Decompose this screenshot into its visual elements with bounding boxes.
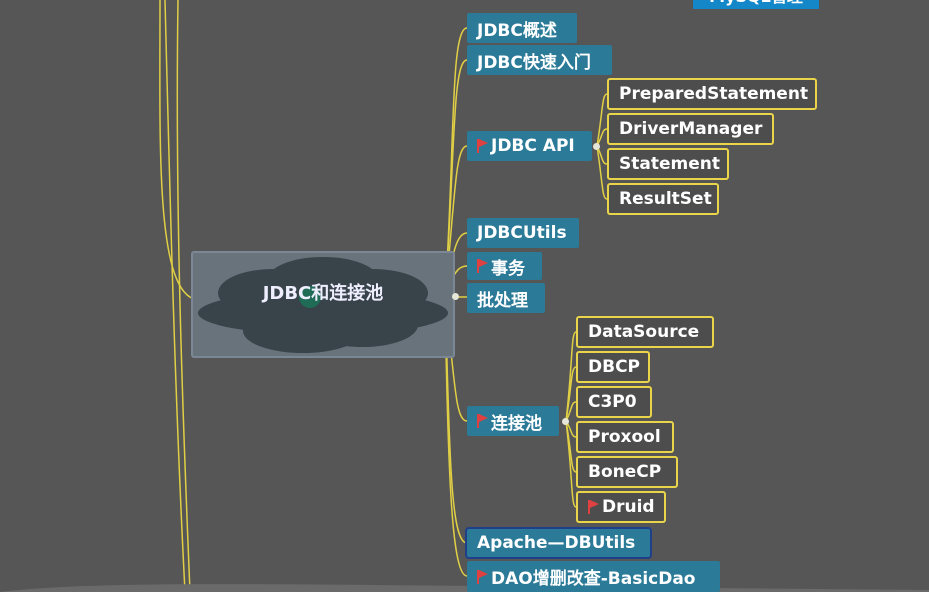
leaf-proxool[interactable]: Proxool xyxy=(576,421,674,453)
leaf-bonecp[interactable]: BoneCP xyxy=(576,456,678,488)
branch-label: 批处理 xyxy=(477,290,528,311)
leaf-label: Statement xyxy=(619,154,720,174)
branch-label: JDBCUtils xyxy=(477,223,567,243)
flag-icon xyxy=(477,259,488,273)
branch-transaction[interactable]: 事务 xyxy=(467,252,542,280)
branch-connection-pool[interactable]: 连接池 xyxy=(467,406,559,436)
leaf-datasource[interactable]: DataSource xyxy=(576,316,714,348)
branch-label: JDBC快速入门 xyxy=(477,52,591,73)
flag-icon xyxy=(588,500,599,514)
leaf-label: Druid xyxy=(602,497,655,517)
leaf-preparedstatement[interactable]: PreparedStatement xyxy=(607,78,817,110)
leaf-label: PreparedStatement xyxy=(619,84,809,104)
collapse-dot[interactable] xyxy=(452,293,459,300)
leaf-label: DataSource xyxy=(588,322,700,342)
branch-batch[interactable]: 批处理 xyxy=(467,283,545,313)
leaf-label: BoneCP xyxy=(588,462,662,482)
branch-label: 连接池 xyxy=(491,413,542,434)
leaf-label: DriverManager xyxy=(619,119,763,139)
branch-apache-dbutils[interactable]: Apache—DBUtils xyxy=(465,527,652,559)
leaf-c3p0[interactable]: C3P0 xyxy=(576,386,652,418)
central-topic[interactable]: JDBC和连接池 xyxy=(191,251,455,358)
central-label: JDBC和连接池 xyxy=(262,283,384,304)
mysql-node[interactable]: MySQL管理 xyxy=(693,0,819,9)
branch-label: Apache—DBUtils xyxy=(477,533,636,553)
leaf-drivermanager[interactable]: DriverManager xyxy=(607,113,774,145)
leaf-label: DBCP xyxy=(588,357,641,377)
branch-jdbcutils[interactable]: JDBCUtils xyxy=(467,218,579,248)
branch-jdbc-quickstart[interactable]: JDBC快速入门 xyxy=(467,45,612,75)
flag-icon xyxy=(477,139,488,153)
branch-label: DAO增删改查-BasicDao xyxy=(491,569,696,589)
branch-jdbc-api[interactable]: JDBC API xyxy=(467,131,592,161)
branch-label: 事务 xyxy=(491,258,525,279)
collapse-dot[interactable] xyxy=(562,418,569,425)
leaf-druid[interactable]: Druid xyxy=(576,491,666,523)
cloud-shape xyxy=(198,257,448,353)
flag-icon xyxy=(477,569,488,584)
branch-jdbc-overview[interactable]: JDBC概述 xyxy=(467,13,577,43)
leaf-statement[interactable]: Statement xyxy=(607,148,729,180)
branch-dao-basicdao[interactable]: DAO增删改查-BasicDao xyxy=(467,561,720,592)
flag-icon xyxy=(477,414,488,428)
collapse-dot[interactable] xyxy=(593,143,600,150)
leaf-label: C3P0 xyxy=(588,392,637,412)
branch-label: JDBC API xyxy=(491,136,575,156)
leaf-resultset[interactable]: ResultSet xyxy=(607,183,719,215)
leaf-label: ResultSet xyxy=(619,189,712,209)
branch-label: JDBC概述 xyxy=(477,20,557,41)
leaf-dbcp[interactable]: DBCP xyxy=(576,351,650,383)
leaf-label: Proxool xyxy=(588,427,661,447)
